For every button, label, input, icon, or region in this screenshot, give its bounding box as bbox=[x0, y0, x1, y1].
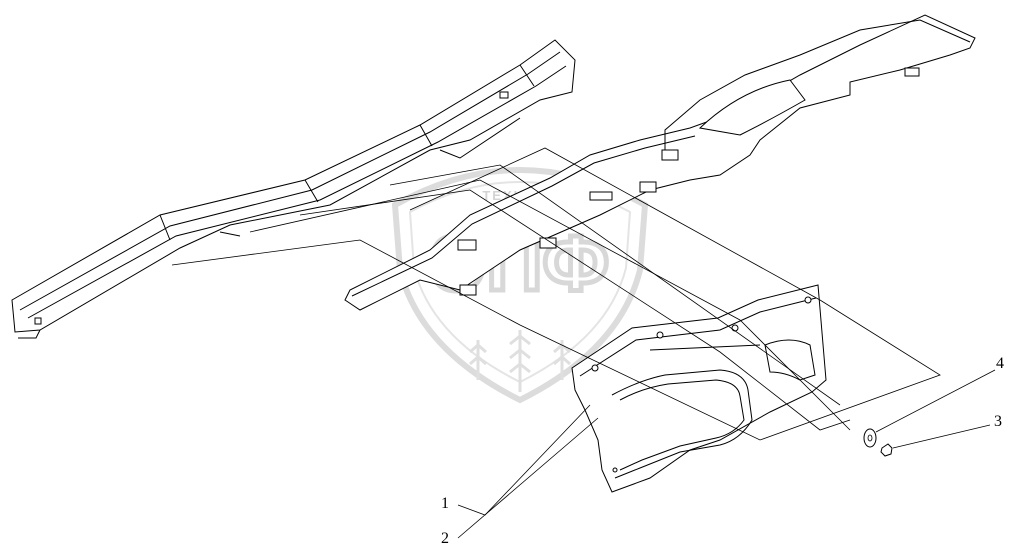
nut-part-3 bbox=[880, 443, 893, 457]
frame-rail-left bbox=[11, 39, 576, 339]
callout-leaders bbox=[457, 369, 996, 539]
leader-1 bbox=[457, 404, 591, 516]
callout-4: 4 bbox=[996, 355, 1004, 372]
shield-plate-front bbox=[571, 284, 827, 493]
leader-2 bbox=[457, 417, 599, 539]
callout-2: 2 bbox=[441, 530, 449, 547]
watermark-wheat-icon bbox=[469, 330, 571, 392]
leader-3 bbox=[892, 424, 991, 449]
callout-1: 1 bbox=[441, 495, 449, 512]
washer-part-4 bbox=[863, 428, 877, 448]
callout-3: 3 bbox=[994, 413, 1002, 430]
watermark-shield-inner bbox=[408, 181, 632, 384]
leader-4 bbox=[875, 369, 996, 433]
shield-plate-middle bbox=[344, 14, 976, 311]
assembly-lines bbox=[171, 147, 941, 441]
watermark-shield bbox=[391, 167, 649, 404]
